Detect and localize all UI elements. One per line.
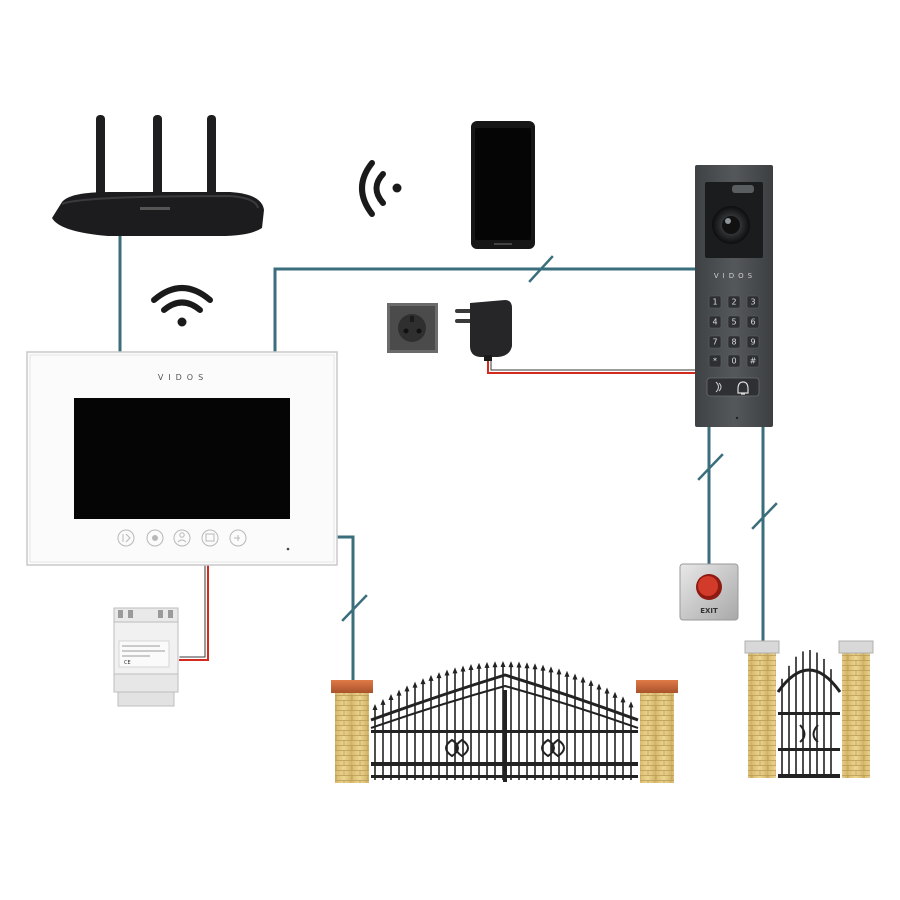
wire-break-mark — [341, 594, 368, 622]
wire-break-mark — [697, 453, 724, 481]
gate-spike — [540, 664, 546, 671]
keypad-key-label: # — [750, 357, 757, 366]
wire-break-mark — [528, 255, 554, 283]
exit-button-icon[interactable]: EXIT — [679, 563, 739, 621]
gate-spike — [428, 674, 434, 681]
monitor-led — [286, 547, 290, 551]
gate-spike — [620, 696, 626, 703]
gate-spike — [452, 667, 458, 674]
gate-spike — [412, 681, 418, 688]
wire-monitor-doorstation — [273, 267, 698, 354]
monitor-button-message[interactable] — [201, 529, 219, 547]
door-station-icon: VIDOS 1 2 3 4 5 6 7 8 9 * 0 # — [695, 165, 773, 427]
keypad-key-label: 2 — [731, 298, 736, 307]
power-socket-icon — [387, 303, 438, 353]
gate-spike — [588, 679, 594, 686]
gate-spike — [436, 672, 442, 679]
keypad-key-label: 8 — [731, 338, 736, 347]
power-supply-label: CE — [124, 660, 131, 666]
monitor-button-user[interactable] — [173, 529, 191, 547]
gate-spike — [580, 676, 586, 683]
wires — [118, 232, 778, 685]
gate-spike — [460, 665, 466, 672]
din-power-supply-icon: CE — [113, 607, 179, 707]
gate-spike — [508, 661, 514, 668]
keypad-key-label: * — [713, 357, 717, 366]
gate-spike — [556, 668, 562, 675]
monitor-button-unlock[interactable] — [229, 529, 247, 547]
wire-break-mark — [751, 502, 778, 530]
keypad-key[interactable] — [708, 335, 722, 349]
gate-spike — [548, 666, 554, 673]
keypad-key-label: 4 — [712, 318, 717, 327]
gate-spike — [564, 670, 570, 677]
door-station-keypad: 1 2 3 4 5 6 7 8 9 * 0 # — [708, 295, 760, 368]
gate-spike — [596, 683, 602, 690]
wicket-gate-icon — [744, 640, 874, 778]
gate-spike — [484, 661, 490, 668]
gate-spike — [628, 701, 634, 708]
keypad-key-label: 0 — [731, 357, 736, 366]
keypad-key-label: 7 — [712, 338, 717, 347]
gate-spike — [604, 687, 610, 694]
keypad-key[interactable] — [746, 295, 760, 309]
keypad-key[interactable] — [708, 315, 722, 329]
gate-spike — [372, 703, 378, 710]
keypad-key[interactable] — [708, 295, 722, 309]
monitor-button-play[interactable] — [117, 529, 135, 547]
gate-spike — [380, 698, 386, 705]
keypad-key[interactable] — [746, 315, 760, 329]
wire-monitor-gate — [334, 535, 355, 685]
gate-spike — [516, 661, 522, 668]
keypad-key[interactable] — [746, 354, 760, 368]
keypad-key[interactable] — [727, 295, 741, 309]
keypad-key-label: 3 — [750, 298, 755, 307]
monitor-screen — [74, 398, 290, 519]
wifi-icon — [151, 285, 213, 327]
keypad-key[interactable] — [727, 335, 741, 349]
gate-spike — [612, 691, 618, 698]
keypad-key[interactable] — [708, 354, 722, 368]
door-station-brand-label: VIDOS — [714, 272, 756, 280]
keypad-key-label: 1 — [712, 298, 717, 307]
keypad-key-label: 6 — [750, 318, 755, 327]
gate-spike — [396, 689, 402, 696]
gate-spike — [388, 694, 394, 701]
gate-spike — [532, 663, 538, 670]
gate-spike — [500, 661, 506, 668]
gate-spike — [420, 678, 426, 685]
call-button[interactable] — [706, 377, 760, 397]
gate-spike — [572, 673, 578, 680]
keypad-key-label: 9 — [750, 338, 755, 347]
gate-arch — [370, 673, 639, 722]
keypad-key[interactable] — [727, 354, 741, 368]
gate-icon — [331, 661, 678, 783]
gate-spike — [492, 661, 498, 668]
gate-spike — [476, 662, 482, 669]
keypad-key[interactable] — [727, 315, 741, 329]
monitor-buttons — [117, 529, 247, 547]
bell-icon — [737, 381, 749, 395]
gate-spike — [444, 669, 450, 676]
monitor-button-record[interactable] — [146, 529, 164, 547]
gate-spike — [404, 685, 410, 692]
smartphone-icon — [471, 121, 535, 249]
exit-button-label: EXIT — [700, 607, 718, 615]
router-icon — [52, 115, 264, 236]
keypad-key[interactable] — [746, 335, 760, 349]
monitor-icon: VIDOS — [26, 351, 338, 566]
keypad-key-label: 5 — [731, 318, 736, 327]
power-adapter-icon — [455, 300, 512, 361]
gate-spike — [524, 662, 530, 669]
gate-spike — [468, 663, 474, 670]
monitor-brand-label: VIDOS — [158, 373, 208, 382]
wifi-icon — [359, 160, 402, 217]
wire-monitor-psu — [179, 564, 209, 661]
